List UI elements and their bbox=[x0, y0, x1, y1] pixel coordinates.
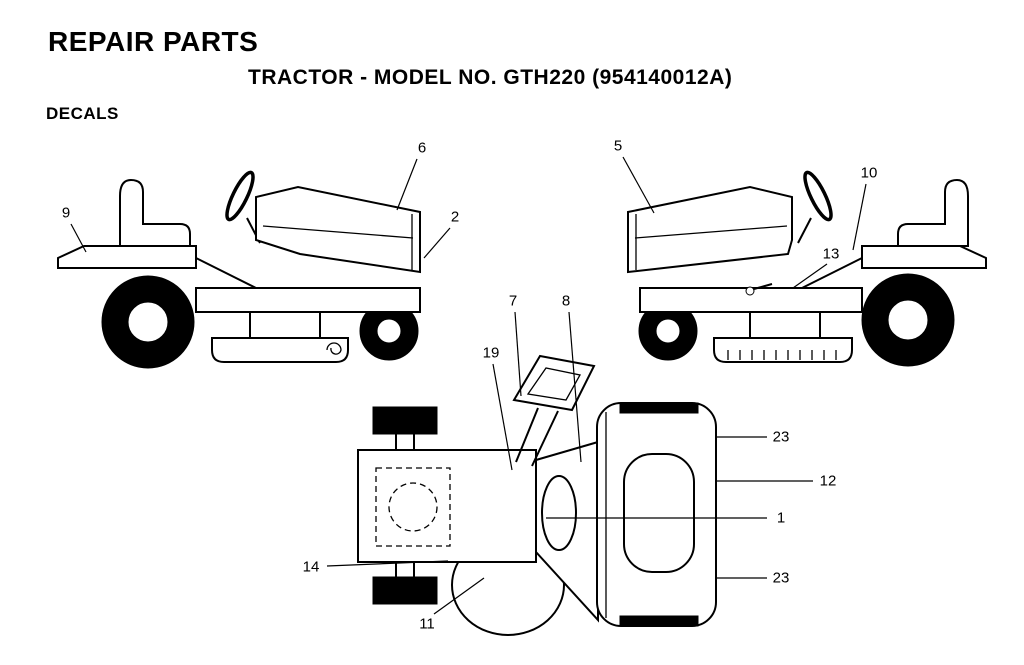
callout-label-10-4: 10 bbox=[861, 165, 878, 182]
callout-leader-13-5 bbox=[792, 263, 828, 289]
section-label: DECALS bbox=[46, 104, 119, 123]
callout-label-7-6: 7 bbox=[509, 293, 517, 310]
callout-leader-11-14 bbox=[433, 577, 485, 615]
callout-leader-14-13 bbox=[326, 560, 449, 567]
callout-label-6-1: 6 bbox=[418, 140, 426, 157]
model-subtitle: TRACTOR - MODEL NO. GTH220 (954140012A) bbox=[248, 66, 733, 89]
front-wheel-bottom bbox=[372, 576, 438, 605]
callout-leader-19-8 bbox=[492, 363, 513, 471]
seat-top-view bbox=[623, 453, 695, 573]
callout-layer: 9 6 2 5 10 13 7 8 19 23 12 1 23 14 11 bbox=[62, 138, 878, 633]
callout-label-13-5: 13 bbox=[823, 246, 840, 263]
callout-label-8-7: 8 bbox=[562, 293, 570, 310]
callout-leader-9-0 bbox=[70, 223, 87, 253]
steering-wheel-right-view bbox=[803, 170, 833, 222]
callout-label-14-13: 14 bbox=[303, 559, 320, 576]
page-title: REPAIR PARTS bbox=[48, 26, 259, 57]
callout-leader-5-3 bbox=[622, 156, 655, 214]
callout-leader-2-2 bbox=[423, 227, 451, 259]
tractor-top-view bbox=[357, 354, 717, 636]
callout-label-5-3: 5 bbox=[614, 138, 622, 155]
tractor-left-side-view bbox=[57, 170, 421, 369]
steering-wheel-top-view bbox=[512, 354, 596, 412]
front-wheel-top bbox=[372, 406, 438, 435]
frame-top-view bbox=[357, 449, 537, 563]
callout-label-2-2: 2 bbox=[451, 209, 459, 226]
callout-label-19-8: 19 bbox=[483, 345, 500, 362]
callout-label-23-12: 23 bbox=[773, 570, 790, 587]
hood-right-view bbox=[627, 185, 793, 274]
callout-label-12-10: 12 bbox=[820, 473, 837, 490]
callout-leader-6-1 bbox=[396, 158, 418, 211]
steering-wheel-left-view bbox=[225, 170, 255, 222]
tractor-right-side-view bbox=[627, 170, 987, 367]
callout-leader-7-6 bbox=[514, 311, 522, 397]
hood-left-view bbox=[255, 185, 421, 274]
callout-leader-10-4 bbox=[852, 183, 867, 251]
callout-leader-8-7 bbox=[568, 311, 582, 463]
callout-label-23-9: 23 bbox=[773, 429, 790, 446]
callout-label-11-14: 11 bbox=[419, 616, 435, 633]
callout-label-9-0: 9 bbox=[62, 205, 70, 222]
ignition-key-icon bbox=[745, 286, 755, 296]
callout-label-1-11: 1 bbox=[777, 510, 785, 527]
